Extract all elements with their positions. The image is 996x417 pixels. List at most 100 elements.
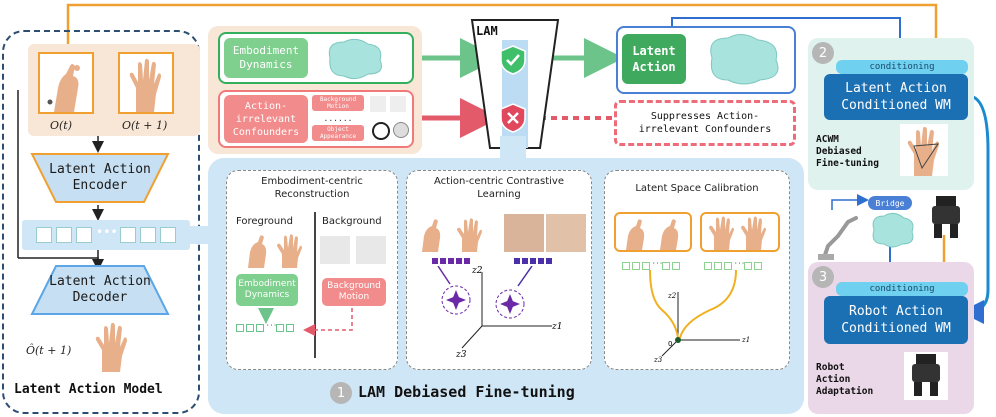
gripper-icon [912,354,940,396]
step-3-badge: 3 [812,266,834,288]
prediction-label: Ô(t + 1) [26,344,72,357]
p2-title: Action-centric Contrastive Learning [434,176,564,200]
latent-token [160,227,176,243]
bg-thumb-1 [320,236,350,264]
shield-x-icon [500,103,526,133]
embodiment-label: Embodiment Dynamics [224,38,308,78]
token [236,324,244,332]
token [714,262,722,270]
token: ··· [266,322,277,329]
p3-z2: z2 [668,292,677,300]
p2-tokens-right [514,258,552,264]
step-1-badge: 1 [330,382,352,404]
p3-title: Latent Space Calibration [635,182,759,194]
p3-calibration-axes [649,270,740,357]
token [546,258,552,264]
p1-embodiment-chip: Embodiment Dynamics [236,274,298,306]
p1-background: Background [322,216,382,227]
token [622,262,630,270]
lam-label: LAM [476,24,498,38]
ball-icon [393,122,409,138]
latent-token [56,227,72,243]
chip-object-appearance: Object Appearance [312,125,364,141]
p3-tokens-right: ··· [704,260,762,270]
latent-tokens: ••• [36,225,176,243]
token [754,262,762,270]
token [440,258,446,264]
token [456,258,462,264]
ellipsis-dots: ••• [96,225,118,239]
confounders-label: Action-irrelevant Confounders [224,95,308,143]
latent-token [140,227,156,243]
token [432,258,438,264]
p2-z1: z1 [552,322,563,332]
hand-pinch-icon [47,64,80,112]
token [514,258,520,264]
acwm-label: ACWM Debiased Fine-tuning [816,134,879,169]
frame-t1 [118,52,174,114]
latent-blob-icon [710,34,779,85]
latent-action-label: Latent Action [622,34,686,84]
panel-latent-calibration [604,170,790,370]
token [246,324,254,332]
gripper-icon [932,196,960,238]
p3-hands [626,216,766,250]
obs-t-label: O(t) [50,119,73,132]
predicted-frame [88,320,136,372]
p2-axes [437,266,552,349]
frame-t [38,52,94,114]
token [704,262,712,270]
suppress-box [614,100,796,146]
token [632,262,640,270]
encoder-label: Latent Action Encoder [49,162,151,193]
p1-bgmotion-chip: Background Motion [322,278,386,306]
token [256,324,264,332]
chip-background-motion: Background Motion [312,95,364,111]
decoder-label: Latent Action Decoder [49,274,151,305]
panel-embodiment-reconstruction [226,170,398,370]
lam-title: Latent Action Model [14,382,163,397]
p2-images [412,214,586,252]
p3-tokens-left: ··· [622,260,680,270]
acwm-box: Latent Action Conditioned WM [824,74,968,120]
step-2-badge: 2 [812,42,834,64]
token: ··· [652,260,663,267]
thumb-bird2 [390,96,406,112]
token [464,258,470,264]
p1-token-flow [258,308,353,336]
hand-pair-icon [248,234,302,268]
token [286,324,294,332]
ball-icon [372,122,390,140]
token [724,262,732,270]
token [642,262,650,270]
token [538,258,544,264]
token [448,258,454,264]
p2-z2: z2 [472,266,483,276]
finetune-connector [500,136,526,160]
acwm-hand-image [900,124,948,176]
shield-check-icon [500,45,526,75]
obs-t1-label: O(t + 1) [122,119,168,132]
token [662,262,670,270]
p3-z3: z3 [654,356,663,364]
latent-token [76,227,92,243]
decoder-shape [30,265,170,315]
token [672,262,680,270]
robot-wm-box: Robot Action Conditioned WM [824,296,968,344]
latent-token [36,227,52,243]
token: ··· [734,260,745,267]
encoder-shape [30,153,170,203]
bridge-chip: Bridge [868,196,912,210]
p3-z1: z1 [742,336,751,344]
token [522,258,528,264]
chip-dots: ...... [323,113,353,123]
blob-icon [328,38,382,80]
latent-action-model-panel [2,30,200,414]
p1-foreground: Foreground [236,216,293,227]
robot-arm-icon [818,216,858,260]
p2-z3: z3 [456,350,467,360]
panel-contrastive-learning [406,170,592,370]
p1-title: Embodiment-centric Reconstruction [261,176,363,200]
thumb-bird [370,96,386,112]
hand-open-icon [907,126,939,176]
